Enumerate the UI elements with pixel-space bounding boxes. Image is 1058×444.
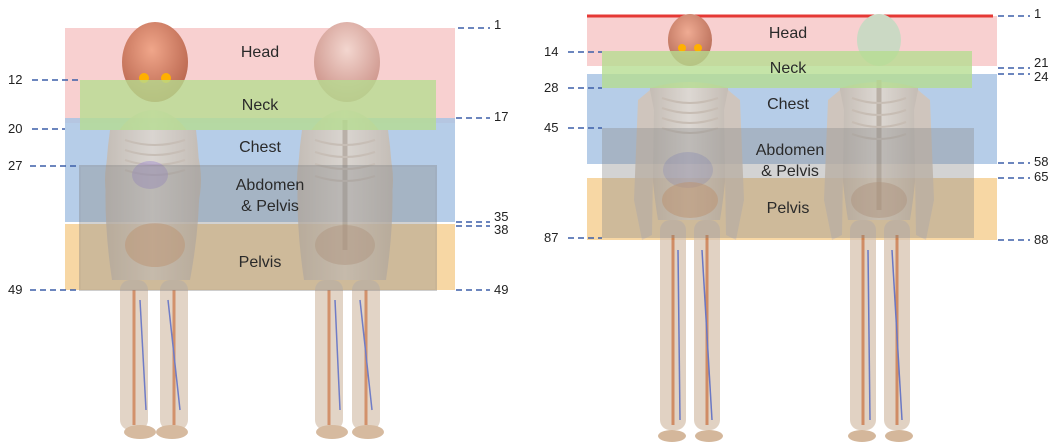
label-neck: Neck — [210, 95, 310, 116]
marker-left-45: 45 — [544, 120, 558, 135]
marker-right-38: 38 — [494, 222, 508, 237]
marker-left-20: 20 — [8, 121, 22, 136]
label-chest: Chest — [210, 137, 310, 158]
marker-left-49: 49 — [8, 282, 22, 297]
left-panel-graphics — [0, 0, 530, 444]
label-abdomen-pelvis: Abdomen & Pelvis — [735, 140, 845, 182]
left-panel-child-phantom: Head Neck Chest Abdomen & Pelvis Pelvis … — [0, 0, 530, 444]
marker-right-21: 21 — [1034, 55, 1048, 70]
front-eye-right — [694, 44, 702, 52]
right-markers — [456, 28, 490, 290]
label-head: Head — [738, 23, 838, 44]
marker-right-1: 1 — [494, 17, 501, 32]
right-markers — [998, 16, 1030, 240]
marker-right-24: 24 — [1034, 69, 1048, 84]
marker-left-28: 28 — [544, 80, 558, 95]
label-abdomen-pelvis: Abdomen & Pelvis — [215, 175, 325, 217]
label-chest: Chest — [738, 94, 838, 115]
marker-right-17: 17 — [494, 109, 508, 124]
label-head: Head — [210, 42, 310, 63]
marker-right-88: 88 — [1034, 232, 1048, 247]
marker-left-87: 87 — [544, 230, 558, 245]
right-panel-adult-phantom: Head Neck Chest Abdomen & Pelvis Pelvis … — [530, 0, 1058, 444]
marker-right-58: 58 — [1034, 154, 1048, 169]
label-pelvis: Pelvis — [738, 198, 838, 219]
marker-left-14: 14 — [544, 44, 558, 59]
marker-left-12: 12 — [8, 72, 22, 87]
marker-right-1: 1 — [1034, 6, 1041, 21]
marker-left-27: 27 — [8, 158, 22, 173]
label-pelvis: Pelvis — [210, 252, 310, 273]
marker-right-65: 65 — [1034, 169, 1048, 184]
label-neck: Neck — [738, 58, 838, 79]
marker-right-49: 49 — [494, 282, 508, 297]
front-eye-left — [678, 44, 686, 52]
